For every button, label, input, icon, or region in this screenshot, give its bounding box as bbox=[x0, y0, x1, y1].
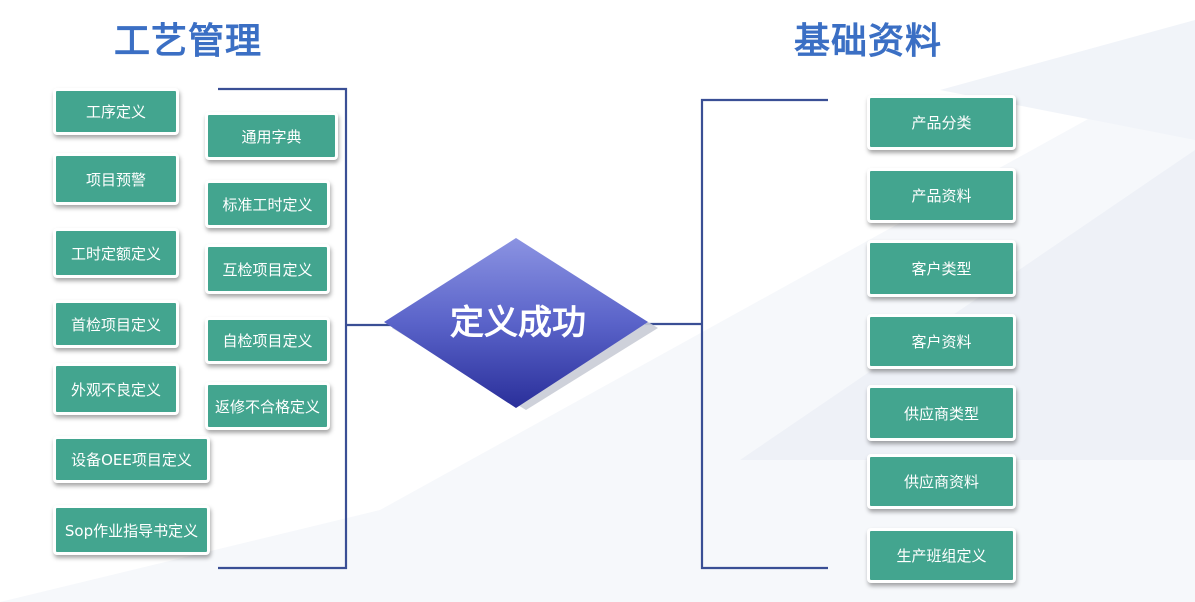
left-group-title: 工艺管理 bbox=[113, 21, 262, 62]
left-item-self-inspection-definition[interactable]: 自检项目定义 bbox=[205, 317, 330, 364]
center-diamond bbox=[384, 238, 658, 410]
center-label: 定义成功 bbox=[450, 303, 586, 343]
left-bracket bbox=[218, 87, 348, 570]
right-item-production-team-definition[interactable]: 生产班组定义 bbox=[867, 528, 1016, 583]
right-item-product-category[interactable]: 产品分类 bbox=[867, 95, 1016, 150]
left-item-appearance-defect-definition[interactable]: 外观不良定义 bbox=[53, 363, 179, 415]
left-item-rework-nonconformance-definition[interactable]: 返修不合格定义 bbox=[205, 382, 330, 430]
left-item-labor-quota-definition[interactable]: 工时定额定义 bbox=[53, 228, 179, 278]
left-item-equipment-oee-definition[interactable]: 设备OEE项目定义 bbox=[53, 436, 210, 483]
right-item-customer-type[interactable]: 客户类型 bbox=[867, 240, 1016, 297]
right-bracket bbox=[700, 98, 828, 570]
left-item-standard-time-definition[interactable]: 标准工时定义 bbox=[205, 180, 330, 228]
left-item-project-warning[interactable]: 项目预警 bbox=[53, 153, 179, 205]
right-group-title: 基础资料 bbox=[793, 21, 942, 62]
left-item-general-dictionary[interactable]: 通用字典 bbox=[205, 112, 338, 160]
right-item-customer-data[interactable]: 客户资料 bbox=[867, 314, 1016, 369]
left-item-first-inspection-definition[interactable]: 首检项目定义 bbox=[53, 300, 179, 348]
left-item-mutual-inspection-definition[interactable]: 互检项目定义 bbox=[205, 244, 330, 294]
right-item-supplier-type[interactable]: 供应商类型 bbox=[867, 385, 1016, 441]
right-item-supplier-data[interactable]: 供应商资料 bbox=[867, 454, 1016, 509]
left-item-process-definition[interactable]: 工序定义 bbox=[53, 88, 179, 135]
right-item-product-data[interactable]: 产品资料 bbox=[867, 168, 1016, 223]
left-item-sop-instruction-definition[interactable]: Sop作业指导书定义 bbox=[53, 505, 210, 555]
